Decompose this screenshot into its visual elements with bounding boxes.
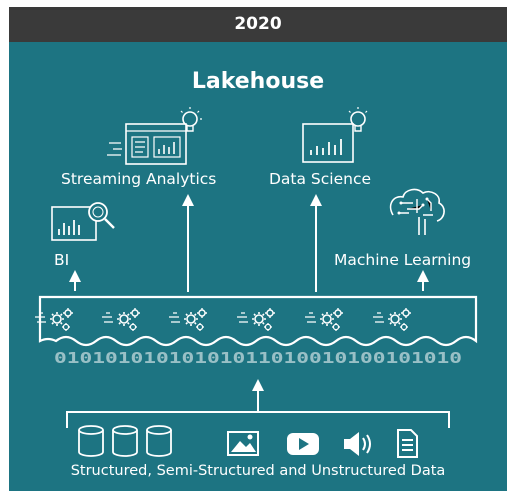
document-icon	[397, 429, 418, 458]
machine-learning-label: Machine Learning	[334, 251, 472, 269]
video-icon	[287, 433, 319, 455]
bi-chart-magnifier-icon	[51, 202, 115, 241]
database-icon	[78, 425, 104, 457]
chart-bulb-icon	[302, 107, 368, 163]
binary-stream: 01010101010101011010010100101010	[54, 349, 462, 367]
gears-icon	[372, 307, 412, 332]
database-icon	[146, 425, 172, 457]
data-sources-label: Structured, Semi-Structured and Unstruct…	[70, 463, 446, 479]
gears-icon	[168, 307, 208, 332]
audio-icon	[344, 432, 371, 456]
gears-icon	[304, 307, 344, 332]
streaming-analytics-label: Streaming Analytics	[61, 170, 217, 188]
sources-bracket	[66, 411, 450, 428]
gears-icon	[101, 307, 141, 332]
bi-label: BI	[54, 251, 70, 269]
gears-icon	[236, 307, 276, 332]
diagram-graphics: 01010101010101011010010100101010	[34, 107, 478, 458]
database-icon	[112, 425, 138, 457]
processing-layer	[34, 295, 478, 347]
brain-circuit-icon	[389, 188, 445, 235]
data-science-label: Data Science	[269, 170, 372, 188]
image-icon	[227, 431, 259, 456]
lakehouse-diagram: 2020	[9, 7, 507, 491]
year-header: 2020	[9, 7, 507, 42]
dashboard-icon	[107, 107, 202, 165]
diagram-title: Lakehouse	[191, 69, 325, 94]
